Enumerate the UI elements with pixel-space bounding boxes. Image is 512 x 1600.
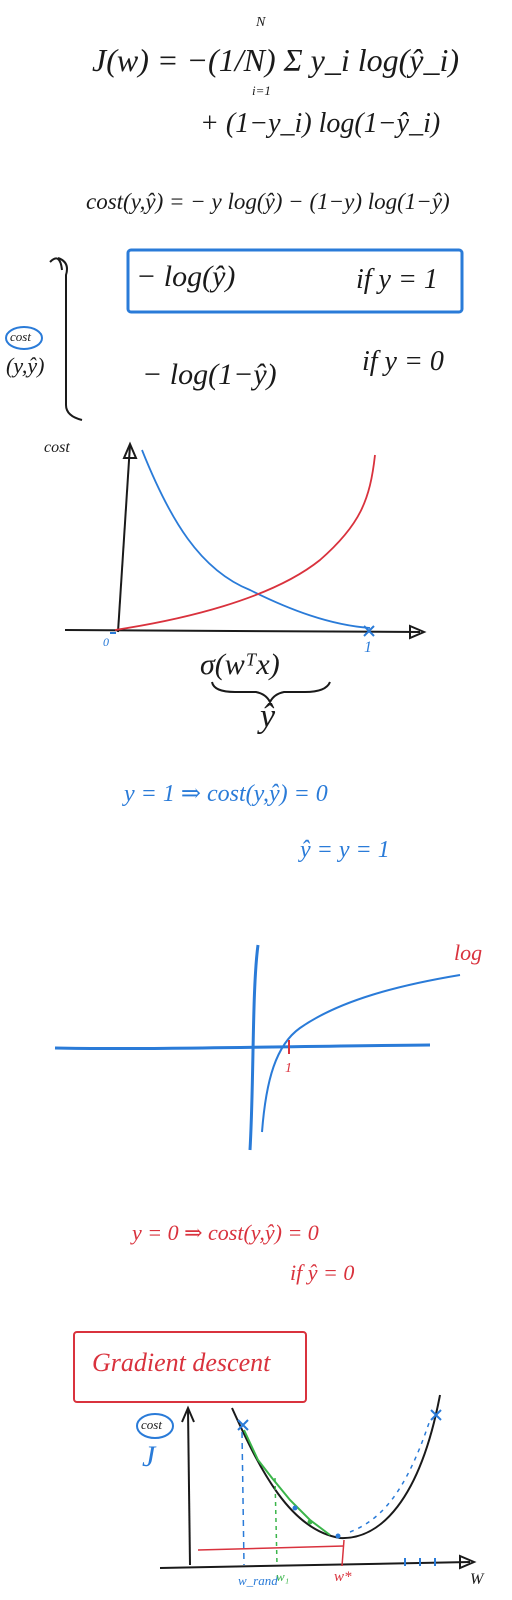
case2-expression: − log(1−ŷ) [142,358,277,391]
log-curve-label: log [454,940,483,965]
gd-axes [159,1405,477,1570]
cost-plot-axes [64,441,427,640]
neg-log-one-minus-yhat-curve [114,454,376,631]
cases-brace [57,257,83,421]
note-y0-line1: y = 0 ⇒ cost(y,ŷ) = 0 [132,1220,319,1245]
gd-w-star-label: w* [334,1569,352,1585]
gd-w1-label: w₁ [276,1569,290,1584]
case1-condition: if y = 1 [356,264,438,295]
gd-x-label: W [470,1571,484,1588]
neg-log-yhat-curve [141,449,371,629]
cost-plot-one-label: 1 [364,639,372,656]
cost-parabola [231,1394,441,1540]
note-y0-line2: if ŷ = 0 [290,1260,355,1285]
gd-y-label: cost [141,1417,162,1432]
gd-j-label: J [142,1440,156,1473]
case1-expression: − log(ŷ) [136,260,236,293]
log-curve [261,974,461,1133]
cost-circle [5,326,43,350]
gradient-title: Gradient descent [92,1348,271,1377]
sum-upper-limit: N [256,15,266,30]
gradient-title-box [73,1331,307,1403]
cost-plot-x-label: σ(wᵀx) [200,648,280,681]
loss-formula-line2: + (1−y_i) log(1−ŷ_i) [200,108,441,139]
case2-condition: if y = 0 [362,346,444,377]
note-y1-line1: y = 1 ⇒ cost(y,ŷ) = 0 [124,781,328,807]
cost-formula: cost(y,ŷ) = − y log(ŷ) − (1−y) log(1−ŷ) [86,189,450,214]
cost-plot-origin-label: 0 [103,635,109,649]
cost-plot-y-label: cost [44,439,70,456]
loss-formula-line1: J(w) = −(1/N) Σ y_i log(ŷ_i) [92,42,459,78]
sum-lower-limit: i=1 [252,83,271,98]
gd-w-rand-label: w_rand [238,1573,278,1588]
log-plot-one-label: 1 [285,1061,292,1076]
yhat-brace [211,681,331,705]
case1-box [126,248,464,314]
log-plot-axes [54,944,431,1151]
cases-side-label: cost [10,329,31,344]
note-y1-line2: ŷ = y = 1 [300,837,390,863]
gd-cost-circle [136,1413,174,1439]
cases-side-args: (y,ŷ) [6,353,45,378]
cost-plot-brace-label: ŷ [260,698,276,735]
